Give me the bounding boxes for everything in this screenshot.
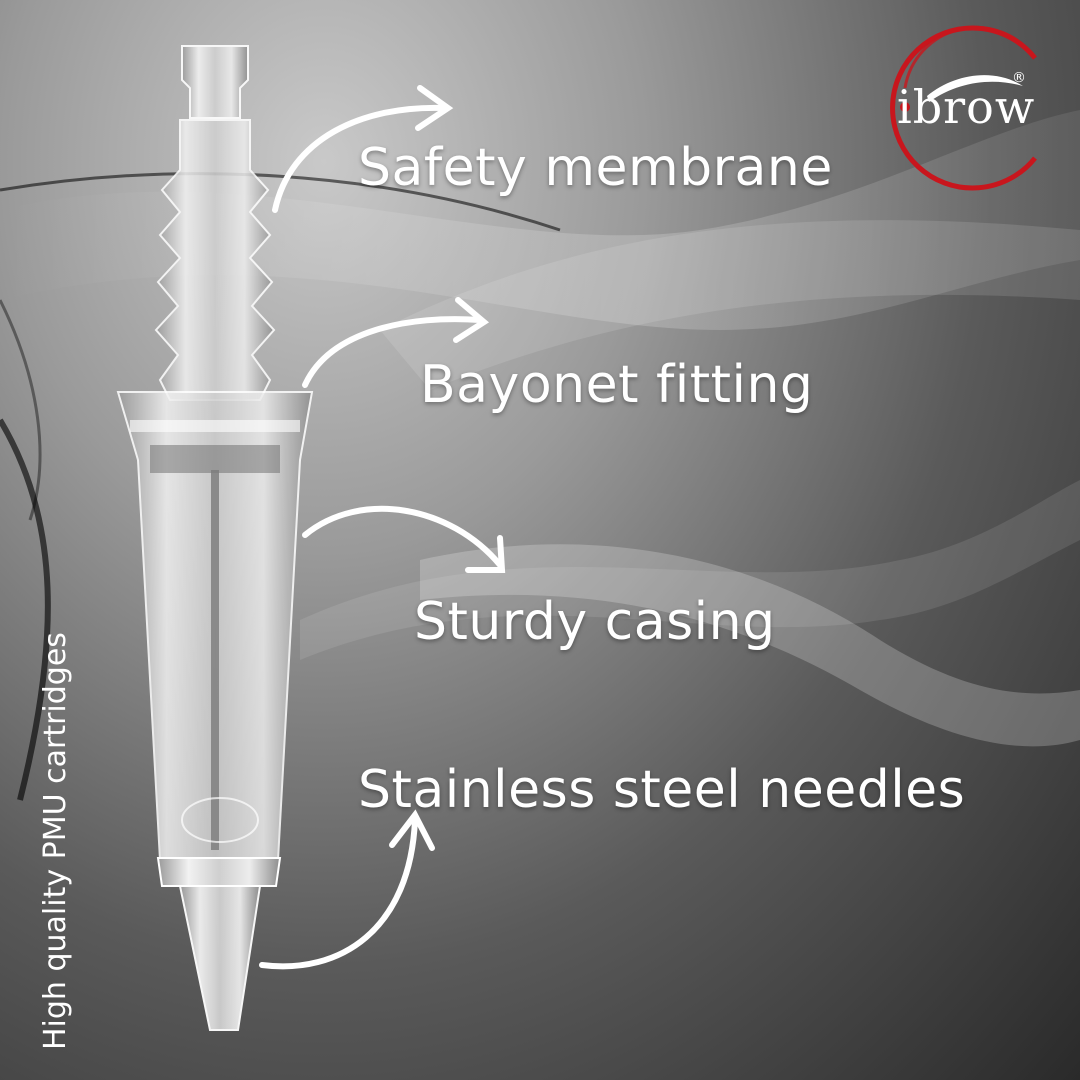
brand-logo-text: ibrow: [897, 80, 1036, 134]
feature-label-bayonet-fitting: Bayonet fitting: [420, 355, 814, 415]
feature-label-sturdy-casing: Sturdy casing: [414, 592, 776, 652]
cartridge-illustration: [116, 45, 314, 1031]
eyebrow-icon: [927, 75, 1023, 102]
feature-label-safety-membrane: Safety membrane: [358, 138, 833, 198]
arrow-stainless-steel-needles: [259, 817, 418, 970]
arrow-safety-membrane: [272, 104, 448, 213]
vertical-caption: High quality PMU cartridges: [38, 632, 73, 1050]
logo-dot-icon: [900, 102, 910, 112]
arrow-bayonet-fitting: [302, 316, 483, 388]
feature-label-stainless-steel-needles: Stainless steel needles: [358, 760, 966, 820]
brand-logo-ring: [890, 25, 1037, 191]
registered-mark: ®: [1012, 70, 1026, 86]
arrow-sturdy-casing: [302, 505, 503, 568]
